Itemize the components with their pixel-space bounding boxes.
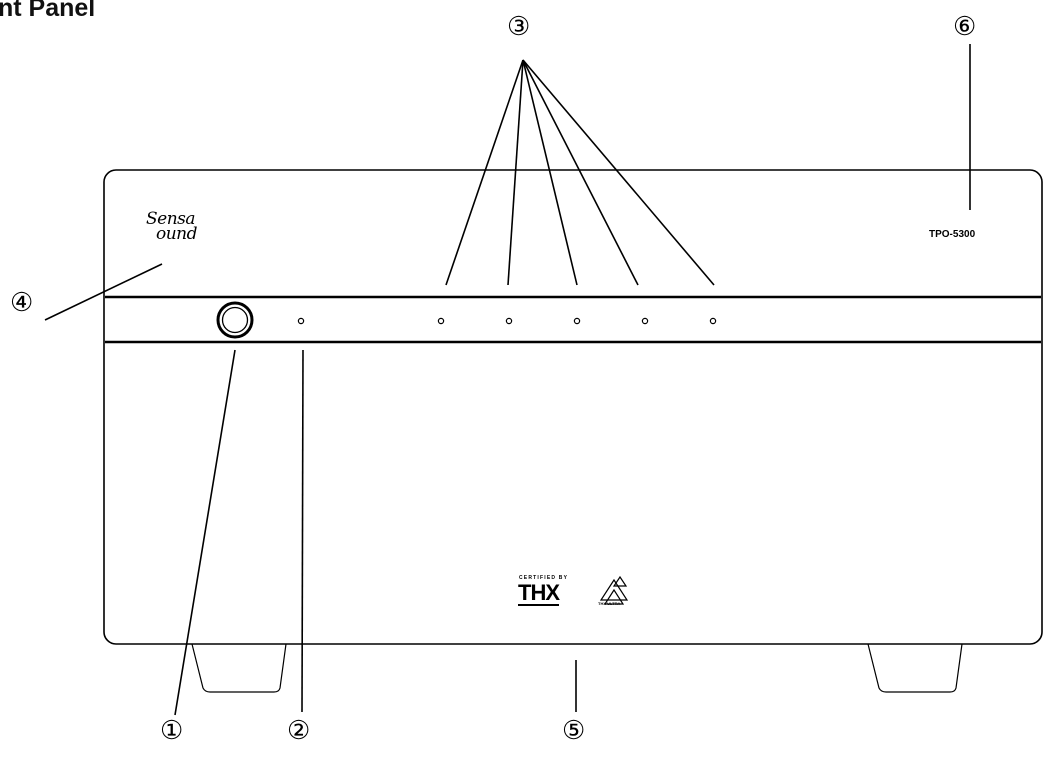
callout-3: ③: [507, 12, 531, 42]
callout-1: ①: [160, 716, 184, 746]
thx-triangle-logo: [599, 575, 629, 605]
callout-2: ②: [287, 716, 311, 746]
leader-3e: [522, 59, 715, 286]
certified-by-text: CERTIFIED BY: [519, 575, 569, 581]
callout-5: ⑤: [562, 716, 586, 746]
leader-2: [301, 349, 304, 713]
brand-logo-line1: Sensa: [146, 209, 196, 229]
chassis-outline: [103, 169, 1043, 645]
leader-lines: [44, 44, 971, 716]
thx-logo-text: THX: [518, 580, 560, 606]
callout-4: ④: [10, 288, 34, 318]
channel-led-4: [641, 317, 649, 325]
leader-3d: [522, 59, 639, 286]
brand-logo-line2: ound: [156, 224, 198, 244]
power-button-inner: [221, 306, 249, 334]
thx-ultra-text: THX ULTRA: [598, 601, 621, 606]
channel-led-2: [505, 317, 513, 325]
model-label: TPO-5300: [929, 229, 976, 240]
foot-right: [867, 643, 963, 693]
leader-3b: [507, 59, 524, 286]
power-button[interactable]: [216, 301, 254, 339]
page-title: nt Panel: [0, 0, 96, 22]
leader-3a: [445, 59, 524, 286]
channel-led-3: [573, 317, 581, 325]
foot-left: [191, 643, 287, 693]
power-led: [297, 317, 305, 325]
leader-1: [174, 349, 236, 716]
channel-led-1: [437, 317, 445, 325]
leader-4: [44, 263, 163, 321]
brand-logo: Sensa ound: [146, 209, 198, 244]
channel-led-5: [709, 317, 717, 325]
callout-6: ⑥: [953, 12, 977, 42]
leader-3c: [522, 59, 578, 286]
